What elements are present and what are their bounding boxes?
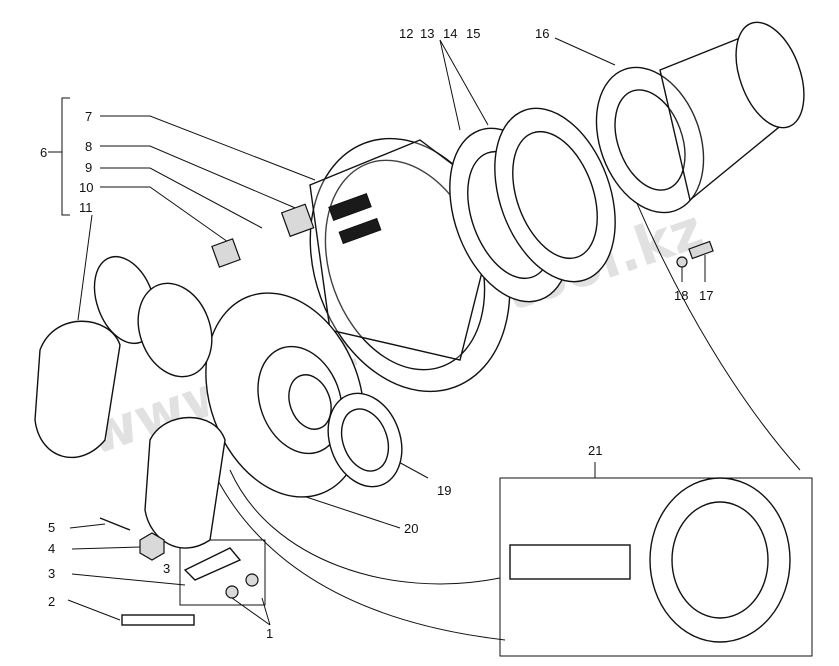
callout-3b: 3	[163, 561, 170, 576]
callout-16: 16	[535, 26, 549, 41]
callout-1: 1	[266, 626, 273, 641]
callout-2: 2	[48, 594, 55, 609]
small-parts	[99, 517, 259, 626]
callout-13: 13	[420, 26, 434, 41]
callout-19: 19	[437, 483, 451, 498]
callout-20: 20	[404, 521, 418, 536]
callout-4: 4	[48, 541, 55, 556]
bearing-cap-assembly	[34, 203, 315, 549]
callout-7: 7	[85, 109, 92, 124]
callout-5: 5	[48, 520, 55, 535]
crown-gear	[205, 292, 365, 498]
callout-18: 18	[674, 288, 688, 303]
kit-frame-1-3	[179, 539, 266, 606]
callout-3a: 3	[48, 566, 55, 581]
friction-discs	[449, 107, 616, 303]
callout-21: 21	[588, 443, 602, 458]
detail-bevel-gear	[509, 477, 791, 643]
callout-14: 14	[443, 26, 457, 41]
callout-8: 8	[85, 139, 92, 154]
callout-6: 6	[40, 145, 47, 160]
bolt-17-18	[676, 240, 714, 268]
callout-12: 12	[399, 26, 413, 41]
callout-17: 17	[699, 288, 713, 303]
callout-11: 11	[79, 200, 93, 215]
bearing-19	[327, 392, 403, 488]
detail-frame-21	[499, 477, 813, 657]
callout-10: 10	[79, 180, 93, 195]
callout-labels: 1 2 3 3 4 5 6 7 8 9 10 11 12 13 14 15 16…	[40, 26, 713, 641]
callout-15: 15	[466, 26, 480, 41]
callout-9: 9	[85, 160, 92, 175]
leader-lines	[48, 37, 801, 641]
hub-assembly	[595, 21, 805, 214]
